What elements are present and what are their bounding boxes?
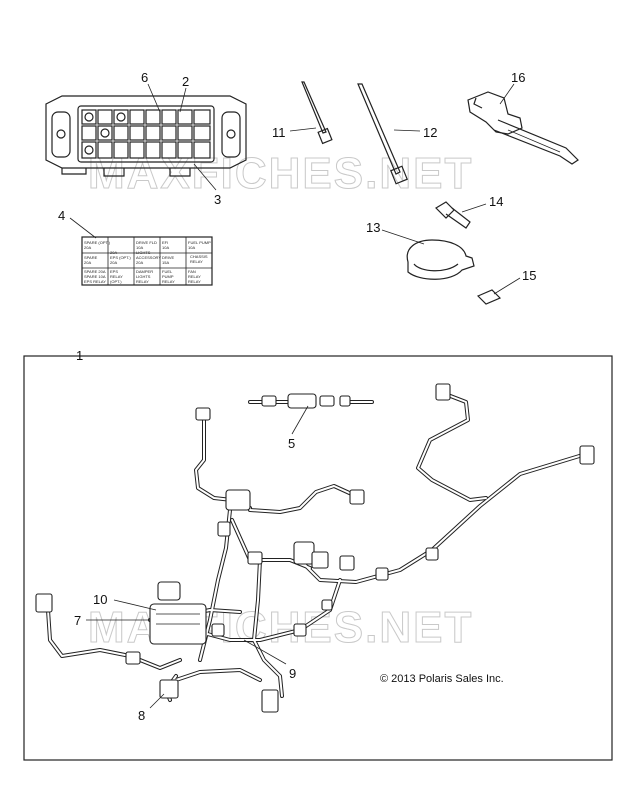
callout-2: 2 <box>182 74 189 89</box>
callout-15: 15 <box>522 268 536 283</box>
label-r3c1c: EPS RELAY <box>84 279 106 284</box>
fuse-label: SPARE (OPT.) 20A DRIVE FLD 10A EFI 10A F… <box>81 236 213 286</box>
callout-9: 9 <box>289 666 296 681</box>
label-r1c1b: 20A <box>84 245 91 250</box>
label-r2c3: ACCESSORY <box>136 255 161 260</box>
fuse-cells <box>81 109 211 159</box>
label-r3c2: EPS <box>110 269 118 274</box>
label-r1c3b: 10A <box>162 245 169 250</box>
copyright-notice: © 2013 Polaris Sales Inc. <box>380 673 504 685</box>
cable-tie-small <box>301 81 333 145</box>
bolt <box>435 201 471 229</box>
inline-harness <box>248 393 374 409</box>
harness-frame <box>23 355 613 761</box>
label-r1c5: CHASSIS <box>190 254 208 259</box>
callout-3: 3 <box>214 192 221 207</box>
label-r2c2b: 20A <box>110 260 117 265</box>
label-r3c2c: (OPT.) <box>110 279 122 284</box>
watermark-top: MAXFICHES.NET <box>88 149 473 198</box>
label-r3c6: RELAY <box>188 279 201 284</box>
label-r2c1: SPARE <box>84 255 98 260</box>
callout-12: 12 <box>423 125 437 140</box>
label-r3c3: DAMPER <box>136 269 153 274</box>
label-r1c4b: 10A <box>188 245 195 250</box>
fuse-box <box>45 95 247 177</box>
leader-lines <box>69 83 521 709</box>
callout-11: 11 <box>272 125 286 140</box>
label-r2c1b: 20A <box>84 260 91 265</box>
label-r3c2b: RELAY <box>110 274 123 279</box>
label-r3c4c: RELAY <box>162 279 175 284</box>
label-r3c1b: SPARE 10A <box>84 274 106 279</box>
label-r1c3: EFI <box>162 240 168 245</box>
callout-7: 7 <box>74 613 81 628</box>
callout-10: 10 <box>93 592 107 607</box>
callout-6: 6 <box>141 70 148 85</box>
edge-clip-tie <box>467 91 579 165</box>
cable-tie-large <box>357 83 408 185</box>
label-r3c5b: RELAY <box>188 274 201 279</box>
label-r3c4: FUEL <box>162 269 173 274</box>
label-r3c5: FAN <box>188 269 196 274</box>
label-r2c3b: 20A <box>136 260 143 265</box>
label-r3c3b: LIGHTS <box>136 274 151 279</box>
label-r1c2b: 10A <box>136 245 143 250</box>
callout-16: 16 <box>511 70 525 85</box>
callout-5: 5 <box>288 436 295 451</box>
callout-13: 13 <box>366 220 380 235</box>
callout-1: 1 <box>76 348 83 363</box>
label-r3c4b: PUMP <box>162 274 174 279</box>
clamp <box>406 239 475 280</box>
callout-4: 4 <box>58 208 65 223</box>
main-wiring-harness <box>35 383 595 713</box>
label-r2c4: DRIVE <box>162 255 175 260</box>
label-r2c2: EPS (OPT.) <box>110 255 131 260</box>
label-r2c5b: 20A <box>110 250 117 255</box>
label-r3c1: SPARE 20A <box>84 269 106 274</box>
label-r3c3c: RELAY <box>136 279 149 284</box>
watermark-bottom: MAXFICHES.NET <box>88 603 473 652</box>
callout-8: 8 <box>138 708 145 723</box>
label-r1c4: FUEL PUMP <box>188 240 211 245</box>
callout-14: 14 <box>489 194 503 209</box>
label-r2c5: LIGHTS <box>136 250 151 255</box>
label-r1c2: DRIVE FLD <box>136 240 157 245</box>
label-r2c4b: 15A <box>162 260 169 265</box>
label-r1c1: SPARE (OPT.) <box>84 240 111 245</box>
label-r1c5b: RELAY <box>190 259 203 264</box>
nut-clip <box>476 289 502 305</box>
